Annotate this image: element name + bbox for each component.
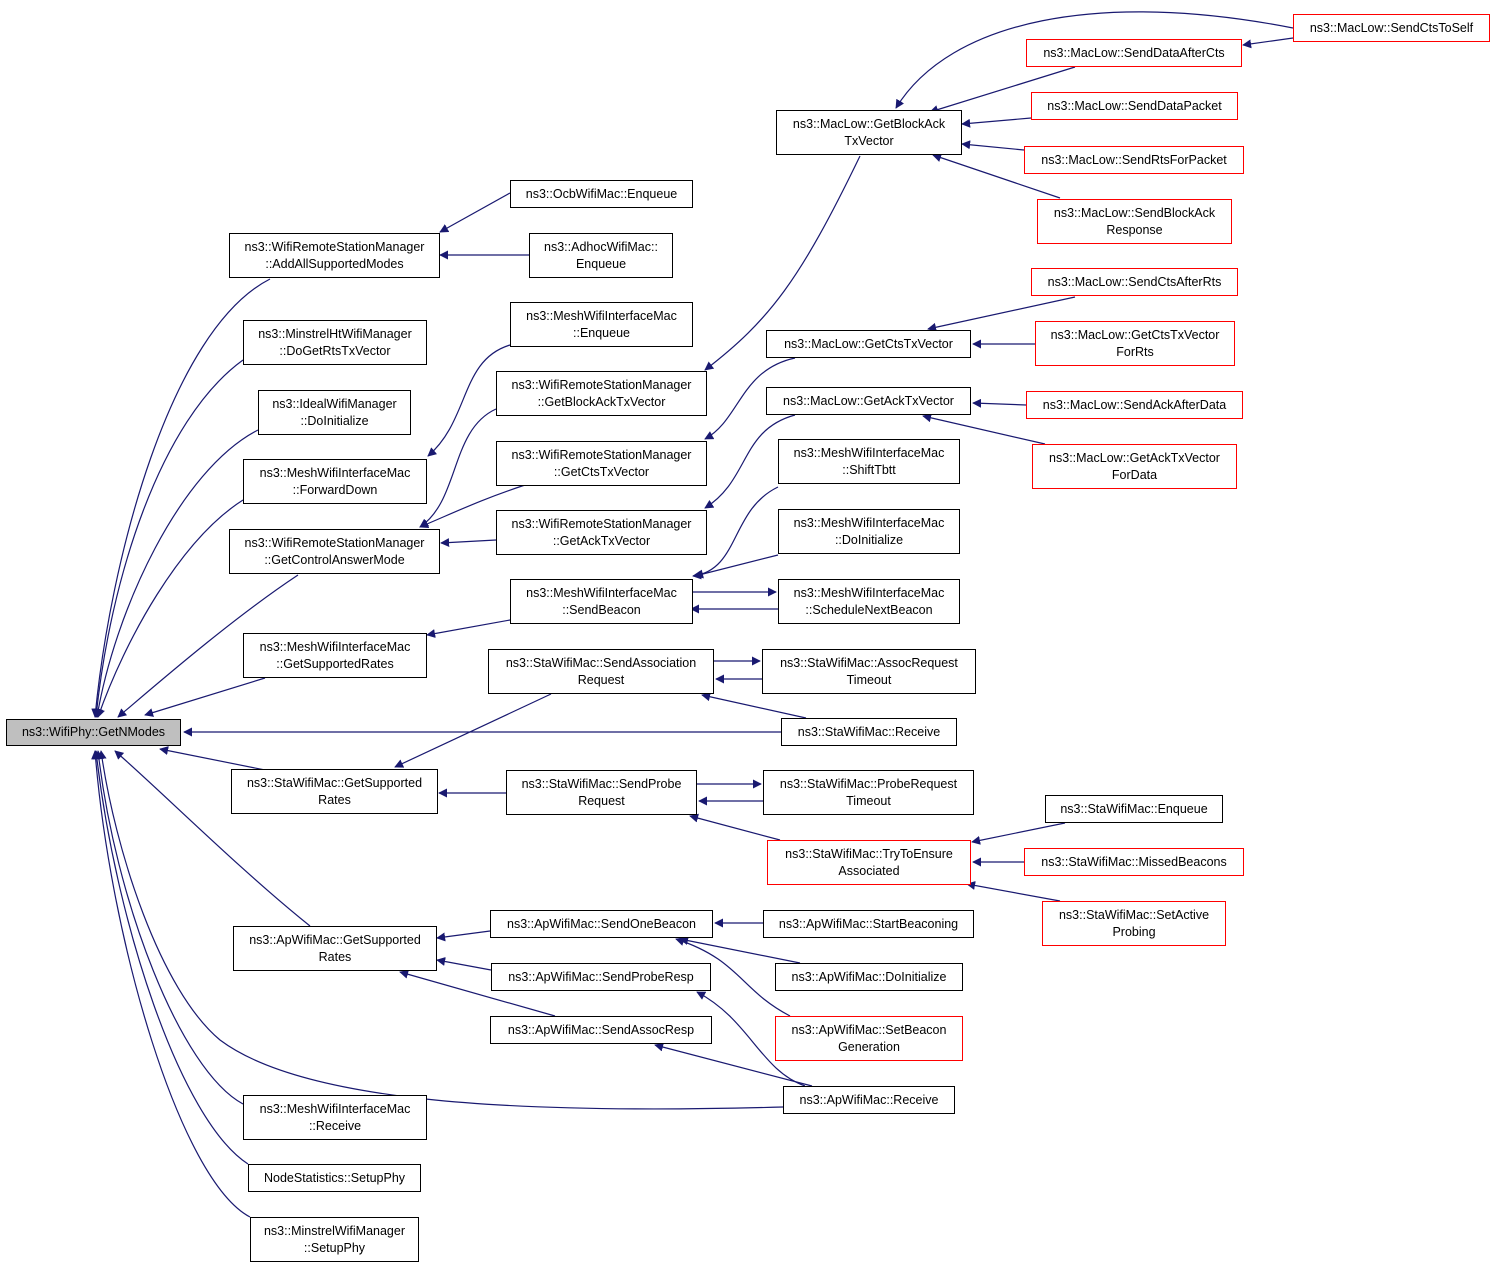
node-apdoinitialize[interactable]: ns3::ApWifiMac::DoInitialize	[775, 963, 963, 991]
edge-getcontrol-wrsmcts	[419, 484, 526, 528]
edge-wrsmba-maclowba	[704, 155, 861, 371]
edge-onebeacon-apdoinit	[679, 936, 801, 964]
node-sendctstoself[interactable]: ns3::MacLow::SendCtsToSelf	[1293, 14, 1490, 42]
edge-proberesp-apreceive	[696, 991, 806, 1087]
node-apsendonebeacon[interactable]: ns3::ApWifiMac::SendOneBeacon	[490, 910, 713, 938]
node-adhocenqueue[interactable]: ns3::AdhocWifiMac:: Enqueue	[529, 233, 673, 278]
node-wrsmgetacktxvector[interactable]: ns3::WifiRemoteStationManager ::GetAckTx…	[496, 510, 707, 555]
edge-maclowcts-ctsafterrts	[927, 296, 1076, 332]
edge-root-apreceive	[97, 750, 784, 1110]
node-stareceive[interactable]: ns3::StaWifiMac::Receive	[781, 718, 957, 746]
edge-apgetrates-onebeacon	[436, 930, 491, 942]
edge-getcontrol-wrsmba	[419, 408, 497, 528]
node-sendctsafterrts[interactable]: ns3::MacLow::SendCtsAfterRts	[1031, 268, 1238, 296]
edge-maclowba-dataafterctss	[929, 66, 1076, 114]
node-dogetrtstxvector[interactable]: ns3::MinstrelHtWifiManager ::DoGetRtsTxV…	[243, 320, 427, 365]
node-apstartbeaconing[interactable]: ns3::ApWifiMac::StartBeaconing	[763, 910, 974, 938]
edge-wrsmcts-maclowcts	[704, 357, 796, 440]
edge-apgetrates-assocresp	[399, 969, 556, 1017]
edge-root-forwarddown	[96, 499, 244, 718]
edge-root-stagetrates	[159, 746, 266, 771]
node-getacktxvectorfordata[interactable]: ns3::MacLow::GetAckTxVector ForData	[1032, 444, 1237, 489]
node-senddataafterctss[interactable]: ns3::MacLow::SendDataAfterCts	[1026, 39, 1242, 67]
edge-root-nodestats	[92, 750, 249, 1165]
edge-trytoensure-setactive	[966, 881, 1061, 902]
edge-maclowba-blockackresp	[932, 153, 1061, 199]
edge-root-addall	[91, 278, 271, 718]
node-meshsendbeacon[interactable]: ns3::MeshWifiInterfaceMac ::SendBeacon	[510, 579, 693, 624]
node-getctstxvectorforrts[interactable]: ns3::MacLow::GetCtsTxVector ForRts	[1035, 321, 1235, 366]
edge-maclowba-datapacket	[961, 117, 1032, 128]
node-wrsmgetblockacktxvector[interactable]: ns3::WifiRemoteStationManager ::GetBlock…	[496, 371, 707, 416]
node-stamissedbeacons[interactable]: ns3::StaWifiMac::MissedBeacons	[1024, 848, 1244, 876]
node-getcontrolanswermode[interactable]: ns3::WifiRemoteStationManager ::GetContr…	[229, 529, 440, 574]
edge-stasendassoc-stareceive	[701, 692, 807, 719]
node-getnmodes: ns3::WifiPhy::GetNModes	[6, 719, 181, 746]
edge-root-meshgetrates	[144, 677, 266, 717]
edge-getcontrol-wrsmack	[440, 538, 497, 548]
node-wrsmgetctstxvector[interactable]: ns3::WifiRemoteStationManager ::GetCtsTx…	[496, 441, 707, 486]
node-stasetactiveprobing[interactable]: ns3::StaWifiMac::SetActive Probing	[1042, 901, 1226, 946]
edge-root-ideal	[93, 429, 259, 718]
node-minstrelsetupphy[interactable]: ns3::MinstrelWifiManager ::SetupPhy	[250, 1217, 419, 1262]
edge-meshgetrates-meshsendbeacon	[426, 619, 511, 638]
node-stagetsupportedrates[interactable]: ns3::StaWifiMac::GetSupported Rates	[231, 769, 438, 814]
edge-dataafterctss-ctstoself	[1242, 37, 1294, 49]
edge-root-meshreceive	[94, 750, 244, 1105]
node-maclowgetblockacktxvector[interactable]: ns3::MacLow::GetBlockAck TxVector	[776, 110, 962, 155]
edge-maclowack-ackfordata	[922, 413, 1046, 445]
edge-maclowba-ctstoself	[895, 11, 1294, 109]
node-meshenqueue[interactable]: ns3::MeshWifiInterfaceMac ::Enqueue	[510, 302, 693, 347]
node-meshdoinitialize[interactable]: ns3::MeshWifiInterfaceMac ::DoInitialize	[778, 509, 960, 554]
node-maclowgetctstxvector[interactable]: ns3::MacLow::GetCtsTxVector	[766, 330, 971, 358]
edge-root-apgetrates	[114, 750, 311, 927]
node-meshschedulenextbeacon[interactable]: ns3::MeshWifiInterfaceMac ::ScheduleNext…	[778, 579, 960, 624]
node-meshreceive[interactable]: ns3::MeshWifiInterfaceMac ::Receive	[243, 1095, 427, 1140]
node-meshshifttbtt[interactable]: ns3::MeshWifiInterfaceMac ::ShiftTbtt	[778, 439, 960, 484]
node-apreceive[interactable]: ns3::ApWifiMac::Receive	[783, 1086, 955, 1114]
node-staassocrequesttimeout[interactable]: ns3::StaWifiMac::AssocRequest Timeout	[762, 649, 976, 694]
node-apsetbeacongeneration[interactable]: ns3::ApWifiMac::SetBeacon Generation	[775, 1016, 963, 1061]
node-stasendprobereq[interactable]: ns3::StaWifiMac::SendProbe Request	[506, 770, 697, 815]
edge-meshsendbeacon-meshdoinit	[694, 554, 779, 579]
node-apgetsupportedrates[interactable]: ns3::ApWifiMac::GetSupported Rates	[233, 926, 437, 971]
edge-assocresp-apreceive	[654, 1042, 813, 1087]
edge-wrsmack-maclowack	[704, 414, 796, 509]
node-nodestatssetupphy[interactable]: NodeStatistics::SetupPhy	[248, 1164, 421, 1192]
node-forwarddown[interactable]: ns3::MeshWifiInterfaceMac ::ForwardDown	[243, 459, 427, 504]
edge-trytoensure-staenqueue	[971, 822, 1066, 845]
node-apsendproberesp[interactable]: ns3::ApWifiMac::SendProbeResp	[491, 963, 711, 991]
edge-maclowack-ackafterdata	[972, 398, 1027, 408]
node-meshgetsupportedrates[interactable]: ns3::MeshWifiInterfaceMac ::GetSupported…	[243, 633, 427, 678]
node-addallsupportedmodes[interactable]: ns3::WifiRemoteStationManager ::AddAllSu…	[229, 233, 440, 278]
node-sendrtsforpacket[interactable]: ns3::MacLow::SendRtsForPacket	[1024, 146, 1244, 174]
edge-forward-meshenq	[427, 344, 511, 457]
node-statrytoensure[interactable]: ns3::StaWifiMac::TryToEnsure Associated	[767, 840, 971, 885]
node-sendblockackresponse[interactable]: ns3::MacLow::SendBlockAck Response	[1037, 199, 1232, 244]
edge-root-minstrel	[91, 750, 251, 1218]
node-staproberequesttimeout[interactable]: ns3::StaWifiMac::ProbeRequest Timeout	[763, 770, 974, 815]
node-sendackafterdata[interactable]: ns3::MacLow::SendAckAfterData	[1026, 391, 1243, 419]
edge-root-dogetrts	[92, 359, 244, 718]
edge-maclowba-rtsforpacket	[961, 140, 1025, 151]
edge-meshsendbeacon-shifttbtt	[692, 486, 779, 580]
edge-root-getcontrol	[117, 574, 299, 718]
edge-addall-ocb	[439, 192, 511, 233]
edge-apgetrates-proberesp	[436, 957, 492, 971]
node-maclowgetacktxvector[interactable]: ns3::MacLow::GetAckTxVector	[766, 387, 971, 415]
node-stasendassocreq[interactable]: ns3::StaWifiMac::SendAssociation Request	[488, 649, 714, 694]
node-ocbenqueue[interactable]: ns3::OcbWifiMac::Enqueue	[510, 180, 693, 208]
node-idealdoinitialize[interactable]: ns3::IdealWifiManager ::DoInitialize	[258, 390, 411, 435]
node-staenqueue[interactable]: ns3::StaWifiMac::Enqueue	[1045, 795, 1223, 823]
node-apsendassocresp[interactable]: ns3::ApWifiMac::SendAssocResp	[490, 1016, 712, 1044]
node-senddatapacket[interactable]: ns3::MacLow::SendDataPacket	[1031, 92, 1238, 120]
edge-onebeacon-setbeacongen	[675, 937, 791, 1017]
edge-stagetrates-stasendassoc	[394, 693, 552, 768]
edge-stasendprobe-trytoensure	[689, 813, 781, 841]
